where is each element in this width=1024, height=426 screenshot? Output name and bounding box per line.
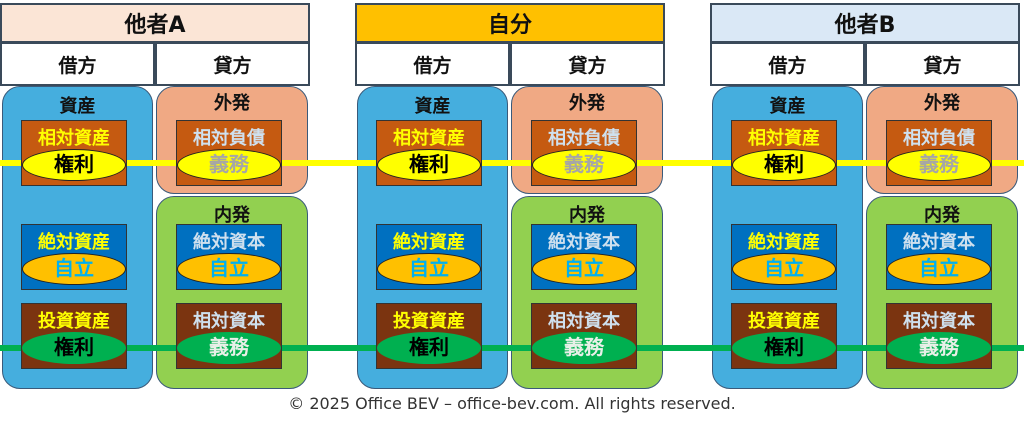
box-rel-asset: 相対資産 権利 (731, 120, 837, 186)
box-rel-asset: 相対資産 権利 (376, 120, 482, 186)
panel-2: 他者B 借方 貸方 資産 外発 内発 相対資産 権利 相対負債 義務 絶対資産 … (710, 3, 1020, 389)
ellipse-label: 義務 (177, 332, 281, 364)
ellipse-label: 自立 (177, 253, 281, 285)
box-label: 相対資本 (193, 311, 265, 332)
box-rel-liab: 相対負債 義務 (531, 120, 637, 186)
box-rel-cap: 相対資本 義務 (176, 303, 282, 369)
ellipse-label: 自立 (732, 253, 836, 285)
rights-obligations-link-green (0, 345, 1024, 351)
panel-title: 他者B (710, 3, 1020, 43)
external-label: 外発 (924, 93, 960, 114)
debit-header: 借方 (355, 42, 510, 86)
box-rel-asset: 相対資産 権利 (21, 120, 127, 186)
box-label: 相対資本 (548, 311, 620, 332)
assets-label: 資産 (414, 96, 451, 117)
ellipse-label: 自立 (887, 253, 991, 285)
ellipse-label: 権利 (22, 149, 126, 181)
box-label: 絶対資産 (393, 232, 465, 253)
panel-title: 自分 (355, 3, 665, 43)
box-label: 相対負債 (903, 128, 975, 149)
debit-header: 借方 (710, 42, 865, 86)
box-inv-asset: 投資資産 権利 (731, 303, 837, 369)
rights-obligations-link-yellow (0, 160, 1024, 166)
ellipse-label: 権利 (732, 332, 836, 364)
box-abs-cap: 絶対資本 自立 (886, 224, 992, 290)
ellipse-label: 義務 (532, 332, 636, 364)
panel-1: 自分 借方 貸方 資産 外発 内発 相対資産 権利 相対負債 義務 絶対資産 自… (355, 3, 665, 389)
debit-header: 借方 (0, 42, 155, 86)
panel-title: 他者A (0, 3, 310, 43)
box-label: 絶対資本 (903, 232, 975, 253)
ellipse-label: 義務 (532, 149, 636, 181)
box-inv-asset: 投資資産 権利 (21, 303, 127, 369)
box-rel-liab: 相対負債 義務 (886, 120, 992, 186)
credit-header: 貸方 (865, 42, 1020, 86)
ellipse-label: 自立 (22, 253, 126, 285)
box-abs-asset: 絶対資産 自立 (731, 224, 837, 290)
ellipse-label: 義務 (887, 149, 991, 181)
box-label: 相対資産 (38, 128, 110, 149)
box-label: 投資資産 (393, 311, 465, 332)
box-rel-liab: 相対負債 義務 (176, 120, 282, 186)
box-label: 絶対資本 (548, 232, 620, 253)
internal-label: 内発 (924, 205, 960, 226)
box-label: 投資資産 (748, 311, 820, 332)
box-abs-asset: 絶対資産 自立 (21, 224, 127, 290)
copyright-footer: © 2025 Office BEV – office-bev.com. All … (288, 394, 736, 413)
assets-label: 資産 (769, 96, 806, 117)
box-label: 相対資産 (748, 128, 820, 149)
ellipse-label: 権利 (732, 149, 836, 181)
box-inv-asset: 投資資産 権利 (376, 303, 482, 369)
ellipse-label: 権利 (22, 332, 126, 364)
ellipse-label: 権利 (377, 149, 481, 181)
internal-label: 内発 (569, 205, 605, 226)
ellipse-label: 自立 (532, 253, 636, 285)
box-abs-cap: 絶対資本 自立 (531, 224, 637, 290)
assets-label: 資産 (59, 96, 96, 117)
internal-label: 内発 (214, 205, 250, 226)
external-label: 外発 (569, 93, 605, 114)
box-label: 絶対資本 (193, 232, 265, 253)
box-abs-cap: 絶対資本 自立 (176, 224, 282, 290)
box-label: 相対負債 (193, 128, 265, 149)
ellipse-label: 義務 (887, 332, 991, 364)
ellipse-label: 権利 (377, 332, 481, 364)
box-rel-cap: 相対資本 義務 (531, 303, 637, 369)
box-rel-cap: 相対資本 義務 (886, 303, 992, 369)
box-label: 絶対資産 (748, 232, 820, 253)
box-label: 相対資産 (393, 128, 465, 149)
box-label: 投資資産 (38, 311, 110, 332)
ellipse-label: 自立 (377, 253, 481, 285)
box-label: 絶対資産 (38, 232, 110, 253)
credit-header: 貸方 (510, 42, 665, 86)
box-label: 相対資本 (903, 311, 975, 332)
box-label: 相対負債 (548, 128, 620, 149)
box-abs-asset: 絶対資産 自立 (376, 224, 482, 290)
panel-0: 他者A 借方 貸方 資産 外発 内発 相対資産 権利 相対負債 義務 絶対資産 … (0, 3, 310, 389)
external-label: 外発 (214, 93, 250, 114)
ellipse-label: 義務 (177, 149, 281, 181)
credit-header: 貸方 (155, 42, 310, 86)
